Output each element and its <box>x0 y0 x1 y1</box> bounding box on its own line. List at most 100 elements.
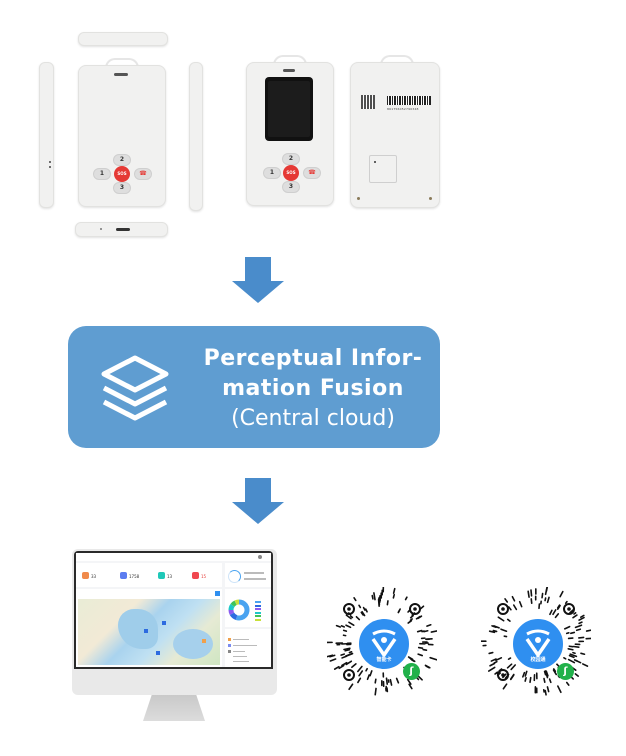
qr-module <box>585 628 594 632</box>
qr-finder <box>343 603 355 615</box>
map-search-button[interactable] <box>215 591 220 596</box>
qr-module <box>552 668 557 673</box>
qr-finder-dot <box>501 607 505 611</box>
qr-module <box>325 654 334 658</box>
legend-swatch <box>255 608 261 610</box>
qr-module <box>404 596 408 601</box>
donut-segment <box>228 609 235 616</box>
qr-finder-dot <box>413 607 417 611</box>
sos-button[interactable]: SOS <box>283 165 299 181</box>
qr-module <box>574 624 583 629</box>
legend-swatch <box>255 604 261 607</box>
qr-module <box>343 647 351 651</box>
qr-module <box>569 653 578 658</box>
qr-module <box>358 604 362 609</box>
battery-cover <box>369 155 397 183</box>
qr-module <box>335 624 342 628</box>
qr-module <box>510 664 516 671</box>
qr-module <box>348 621 355 626</box>
map-view[interactable] <box>78 599 220 665</box>
stat-icon <box>158 572 165 579</box>
key-3-button[interactable]: 3 <box>113 182 131 194</box>
qr-module <box>507 657 512 661</box>
mini-program-qr-1[interactable]: 智能卡 ʃ <box>325 586 439 697</box>
device-front-screen: 2 1 SOS ☎ 3 <box>246 62 334 206</box>
qr-module <box>548 678 552 684</box>
qr-module <box>371 594 374 600</box>
qr-module <box>407 619 413 624</box>
qr-module <box>362 606 366 611</box>
qr-module <box>549 609 553 616</box>
qr-module <box>497 616 505 622</box>
qr-module <box>567 647 574 651</box>
qr-logo-label: 智能卡 <box>376 657 392 663</box>
qr-module <box>504 598 509 603</box>
qr-module <box>423 629 429 633</box>
qr-module <box>493 660 498 664</box>
qr-module <box>563 625 571 630</box>
qr-module <box>338 664 345 670</box>
map-marker[interactable] <box>156 651 160 655</box>
map-card <box>76 589 222 667</box>
lanyard-loop <box>380 55 414 65</box>
device-display <box>265 77 313 141</box>
key-1-call-button[interactable]: 1 <box>263 167 281 179</box>
key-1-call-button[interactable]: 1 <box>93 168 111 180</box>
stat-icon <box>120 572 127 579</box>
qr-module <box>348 683 354 691</box>
qr-module <box>329 658 337 662</box>
qr-module <box>386 600 389 606</box>
sos-button[interactable]: SOS <box>114 166 130 182</box>
qr-module <box>543 677 546 683</box>
map-marker[interactable] <box>162 621 166 625</box>
qr-finder <box>497 669 509 681</box>
stat-value: 1758 <box>129 574 140 579</box>
qr-module <box>342 629 348 632</box>
online-ring <box>228 570 241 583</box>
qr-module <box>507 606 512 611</box>
qr-module <box>395 677 400 684</box>
qr-module <box>417 615 423 620</box>
map-marker[interactable] <box>144 629 148 633</box>
device-left-side <box>39 62 54 208</box>
legend-swatch <box>255 618 261 621</box>
qr-module <box>417 675 423 681</box>
hangup-button[interactable]: ☎ <box>134 168 152 180</box>
qr-module <box>489 662 496 667</box>
online-rate-card <box>225 563 271 587</box>
qr-module <box>494 671 499 675</box>
mini-program-qr-2[interactable]: 校园通 ʃ <box>479 584 594 697</box>
stat-icon <box>192 572 199 579</box>
hangup-button[interactable]: ☎ <box>303 167 321 179</box>
qr-module <box>426 623 432 627</box>
qr-module <box>385 677 389 685</box>
key-2-button[interactable]: 2 <box>282 153 300 165</box>
qr-module <box>500 628 508 632</box>
qr-module <box>575 628 582 632</box>
qr-module <box>573 659 578 662</box>
monitor-screen: 33 1758 13 15 <box>74 551 273 669</box>
qr-module <box>529 676 532 684</box>
key-2-button[interactable]: 2 <box>113 154 131 166</box>
barcode-label <box>387 96 431 105</box>
qr-module <box>512 604 518 611</box>
qr-module <box>351 663 357 669</box>
qr-module <box>506 663 513 669</box>
lanyard-loop <box>105 58 139 68</box>
user-avatar[interactable] <box>258 555 262 559</box>
map-marker[interactable] <box>202 639 206 643</box>
qr-finder-dot <box>347 673 351 677</box>
device-back: 861756052790348 <box>350 62 440 208</box>
key-3-button[interactable]: 3 <box>282 181 300 193</box>
qr-module <box>545 670 549 677</box>
donut-segment <box>229 612 238 620</box>
qr-module <box>345 660 353 666</box>
qr-module <box>578 616 585 621</box>
qr-module <box>340 653 346 656</box>
stats-card: 33 1758 13 15 <box>76 563 222 587</box>
qr-module <box>546 686 550 693</box>
speaker-grille <box>114 73 128 76</box>
qr-module <box>422 648 428 651</box>
qr-module <box>492 629 498 633</box>
qr-finder-dot <box>347 607 351 611</box>
